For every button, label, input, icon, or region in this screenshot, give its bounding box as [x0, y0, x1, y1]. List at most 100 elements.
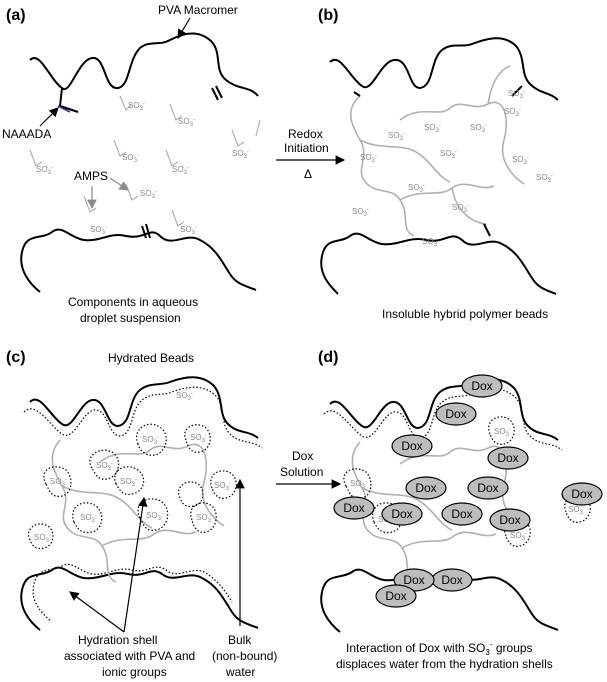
hydration-label-1: Hydration shell — [78, 633, 157, 647]
panel-d-caption-2: displaces water from the hydration shell… — [336, 657, 553, 671]
panel-b-caption: Insoluble hybrid polymer beads — [382, 307, 548, 321]
svg-text:Dox: Dox — [477, 481, 498, 495]
so3-group: SO3- — [50, 477, 67, 488]
dox-molecule: Dox — [441, 502, 483, 526]
hydration-label-3: ionic groups — [102, 665, 167, 679]
dox-molecule: Dox — [487, 446, 529, 470]
pva-pendant — [211, 87, 219, 101]
svg-text:Dox: Dox — [451, 507, 472, 521]
svg-text:Dox: Dox — [403, 573, 424, 587]
so3-group: SO3- — [80, 513, 97, 524]
bulk-label-2: (non-bound) — [212, 649, 277, 663]
pva-chain-b-bottom — [320, 232, 557, 295]
so3-group: SO3- — [146, 511, 163, 522]
arrow-dox: Dox Solution — [276, 449, 342, 489]
dox-solution-label-2: Solution — [280, 465, 323, 479]
so3-group: SO3- — [536, 173, 553, 184]
dox-molecule: Dox — [375, 584, 417, 608]
dox-molecule: Dox — [489, 508, 531, 532]
so3-group: SO3- — [494, 427, 511, 438]
amps-monomer-7 — [83, 195, 97, 213]
pva-macromer-label: PVA Macromer — [158, 3, 238, 17]
so3-group: SO3- — [96, 461, 113, 472]
dox-molecules: Dox Dox Dox Dox Dox Dox Dox Dox Dox Dox … — [333, 374, 603, 608]
amps-monomer-2 — [169, 103, 183, 121]
so3-groups-b: SO3- SO3- SO3- SO3- SO3- SO3- SO3- SO3- … — [352, 89, 553, 248]
dox-molecule: Dox — [431, 568, 473, 592]
hydration-arrow-2 — [69, 591, 125, 633]
svg-text:Dox: Dox — [499, 513, 520, 527]
so3-group: SO3- — [352, 207, 369, 218]
dox-molecule: Dox — [405, 476, 447, 500]
dox-molecule: Dox — [467, 476, 509, 500]
pva-chain-c-top — [29, 376, 259, 439]
so3-group: SO3- — [424, 123, 441, 134]
so3-group: SO3- — [36, 165, 53, 176]
hydrogel-network-b — [350, 65, 525, 237]
panel-c-label: (c) — [6, 349, 26, 366]
so3-group: SO3- — [214, 481, 231, 492]
pva-chain-bottom — [20, 228, 257, 293]
so3-group: SO3- — [140, 189, 157, 200]
amps-arrow-1 — [109, 177, 129, 191]
pva-chain-b-top — [329, 37, 559, 101]
so3-group: SO3- — [388, 131, 405, 142]
panel-a-caption-2: droplet suspension — [80, 311, 181, 325]
so3-group: SO3- — [180, 225, 197, 236]
svg-text:Dox: Dox — [571, 487, 592, 501]
panel-a-caption-1: Components in aqueous — [68, 295, 198, 309]
pva-chain-top — [29, 32, 259, 97]
so3-group: SO3- — [122, 153, 139, 164]
svg-text:Dox: Dox — [441, 573, 462, 587]
svg-text:Dox: Dox — [391, 507, 412, 521]
so3-group: SO3- — [360, 153, 377, 164]
panel-d-caption-1: Interaction of Dox with SO3- groups — [346, 640, 533, 657]
panel-a-label: (a) — [6, 7, 26, 24]
svg-text:Dox: Dox — [343, 501, 364, 515]
svg-text:Dox: Dox — [445, 407, 466, 421]
so3-groups-c: SO3- SO3- SO3- SO3- SO3- SO3- SO3- SO3- … — [34, 391, 231, 544]
dox-molecule: Dox — [461, 374, 503, 398]
amps-so3-labels: SO3- SO3- SO3- SO3- SO3- SO3- SO3- SO3- … — [36, 101, 249, 236]
so3-group: SO3- — [120, 477, 137, 488]
so3-group: SO3- — [90, 225, 107, 236]
hydrogel-network-d — [351, 441, 525, 585]
so3-group: SO3- — [504, 107, 521, 118]
bulk-label-1: Bulk — [228, 633, 252, 647]
panel-c: (c) Hydrated Beads SO3- SO3- SO3- SO3- S… — [6, 349, 277, 679]
amps-monomer-4 — [113, 139, 127, 157]
dotted-shells-d — [343, 416, 591, 547]
panel-d-label: (d) — [318, 349, 338, 366]
naaada-label: NAAADA — [2, 127, 51, 141]
so3-group: SO3- — [440, 149, 457, 160]
so3-group: SO3- — [470, 123, 487, 134]
svg-text:Dox: Dox — [401, 439, 422, 453]
amps-monomer-1 — [119, 95, 133, 112]
amps-monomer-8 — [125, 183, 139, 201]
initiation-label: Initiation — [284, 141, 329, 155]
svg-text:Dox: Dox — [415, 481, 436, 495]
pva-chain-d-top — [329, 378, 559, 441]
so3-group: SO3- — [196, 513, 213, 524]
so3-group: SO3- — [178, 117, 195, 128]
so3-group: SO3- — [142, 435, 159, 446]
naaada-arrow — [39, 107, 59, 127]
so3-group: SO3- — [408, 183, 425, 194]
arrow-redox: Redox Initiation Δ — [276, 127, 346, 181]
so3-group: SO3- — [176, 391, 193, 402]
so3-group: SO3- — [34, 533, 51, 544]
so3-group: SO3- — [232, 149, 249, 160]
so3-group: SO3- — [452, 203, 469, 214]
amps-label: AMPS — [74, 169, 108, 183]
panel-a: (a) PVA Macromer NAAADA SO3- SO3- SO — [2, 3, 261, 325]
dox-molecule: Dox — [561, 482, 603, 506]
so3-group: SO3- — [128, 101, 145, 112]
dox-solution-label-1: Dox — [292, 449, 313, 463]
pva-crosslinker — [58, 87, 79, 113]
svg-text:Dox: Dox — [497, 451, 518, 465]
svg-text:Dox: Dox — [385, 589, 406, 603]
so3-group: SO3- — [190, 433, 207, 444]
panel-b-label: (b) — [318, 7, 338, 24]
bulk-label-3: water — [225, 665, 255, 679]
